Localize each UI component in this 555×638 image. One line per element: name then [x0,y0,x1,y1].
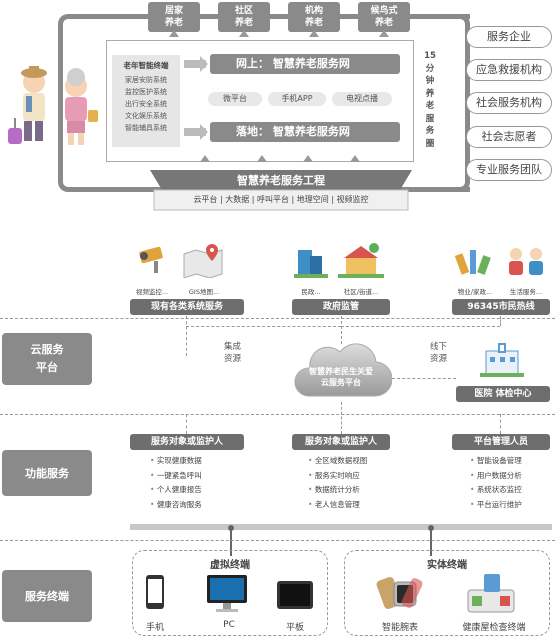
source-label-hotline: 96345市民热线 [452,299,550,315]
note-integrated-resources: 集成 资源 [224,342,242,364]
up-arrows-inner [0,155,555,165]
project-subtitle: 云平台 | 大数据 | 呼叫平台 | 地理空间 | 视频监控 [193,195,369,204]
func-col1-list: 实现健康数据 一键紧急呼叫 个人健康报告 健康咨询服务 [150,454,202,512]
source-caption-life: 生活服务... [509,288,543,296]
hospital-label: 医院 体检中心 [456,386,550,402]
source-label-existing-systems: 现有各类系统服务 [130,299,244,315]
smartwatch-icon [376,576,423,610]
vertical-15min-circle: 15分钟养老服务圈 [424,51,436,149]
physical-terminal-box [344,550,550,636]
pill-tv: 电视点播 [332,92,392,106]
project-banner [150,170,412,211]
org-professional-team: 专业服务团队 [466,159,552,181]
source-caption-gis: GIS地图... [188,288,220,296]
pill-wechat: 微平台 [208,92,262,106]
virtual-terminal-box [132,550,328,636]
arrow-terminal-online [184,60,206,68]
community-icon [338,243,384,278]
terminal-kiosk-label: 健康屋检查终端 [462,623,526,633]
terminal-phone-label: 手机 [145,623,164,633]
side-label-functions: 功能服务 [2,450,92,496]
source-caption-community: 社区/街道... [343,288,379,296]
terminal-tablet-label: 平板 [285,623,304,633]
func-col2-title: 服务对象或监护人 [292,434,390,450]
function-bus-bar [130,524,552,530]
connector-center [341,316,342,344]
source-caption-civil: 民政... [301,288,321,296]
source-caption-property: 物业/家政... [457,288,493,296]
side-label-terminals: 服务终端 [2,570,92,622]
smart-terminal-panel: 老年智能终端 家居安防系统 监控医护系统 出行安全系统 文化娱乐系统 智能辅具系… [112,55,180,147]
org-volunteers: 社会志愿者 [466,126,552,148]
smart-terminal-items: 家居安防系统 监控医护系统 出行安全系统 文化娱乐系统 智能辅具系统 [125,76,167,132]
smart-terminal-title: 老年智能终端 [123,61,169,70]
channel-institution: 机构 养老 [288,2,340,32]
tablet-icon [277,581,313,609]
terminal-watch-label: 智能腕表 [381,623,418,633]
hospital-icon [480,343,524,377]
map-icon [183,244,223,278]
up-arrows-top [0,30,555,42]
people-icon [509,248,543,275]
elderly-couple-illustration [8,66,98,145]
source-caption-video: 视频监控... [135,288,169,296]
camera-icon [139,246,163,273]
channel-community: 社区 养老 [218,2,270,32]
source-label-government: 政府监管 [292,299,390,315]
cloud-icon [294,343,392,397]
org-social-service: 社会服务机构 [466,92,552,114]
side-label-cloud: 云服务 平台 [2,333,92,385]
note-offline-resources: 线下 资源 [430,342,448,364]
pill-app: 手机APP [268,92,326,106]
cloud-platform-title: 智慧养老民生关爱 云服务平台 [309,367,373,387]
func-col3-title: 平台管理人员 [452,434,550,450]
org-service-enterprise: 服务企业 [466,26,552,48]
channel-migratory: 候鸟式 养老 [358,2,410,32]
connector-hospital [392,378,456,379]
connector-right [500,316,501,326]
divider-2 [0,414,555,415]
func-col1-title: 服务对象或监护人 [130,434,244,450]
divider-3 [0,540,555,541]
building-icon [294,250,328,278]
phone-icon [146,575,164,609]
channel-home: 居家 养老 [148,2,200,32]
offline-service-bar: 落地： 智慧养老服务网 [210,122,400,142]
pc-icon [207,575,247,612]
func-col2-list: 全区域数据视图 服务实时响应 数据统计分析 老人信息管理 [308,454,368,512]
virtual-terminal-title: 虚拟终端 [210,560,250,571]
terminal-pc-label: PC [223,620,235,630]
online-service-bar: 网上： 智慧养老服务网 [210,54,400,74]
org-emergency-rescue: 应急救援机构 [466,59,552,81]
arrow-terminal-offline [184,128,206,136]
tools-icon [454,250,491,275]
divider-1 [0,318,555,319]
physical-terminal-title: 实体终端 [427,560,467,571]
project-title: 智慧养老服务工程 [237,174,325,187]
func-col3-list: 智能设备管理 用户数据分析 系统状态监控 平台运行维护 [470,454,522,512]
health-kiosk-icon [467,574,515,613]
connector-left [186,316,187,356]
